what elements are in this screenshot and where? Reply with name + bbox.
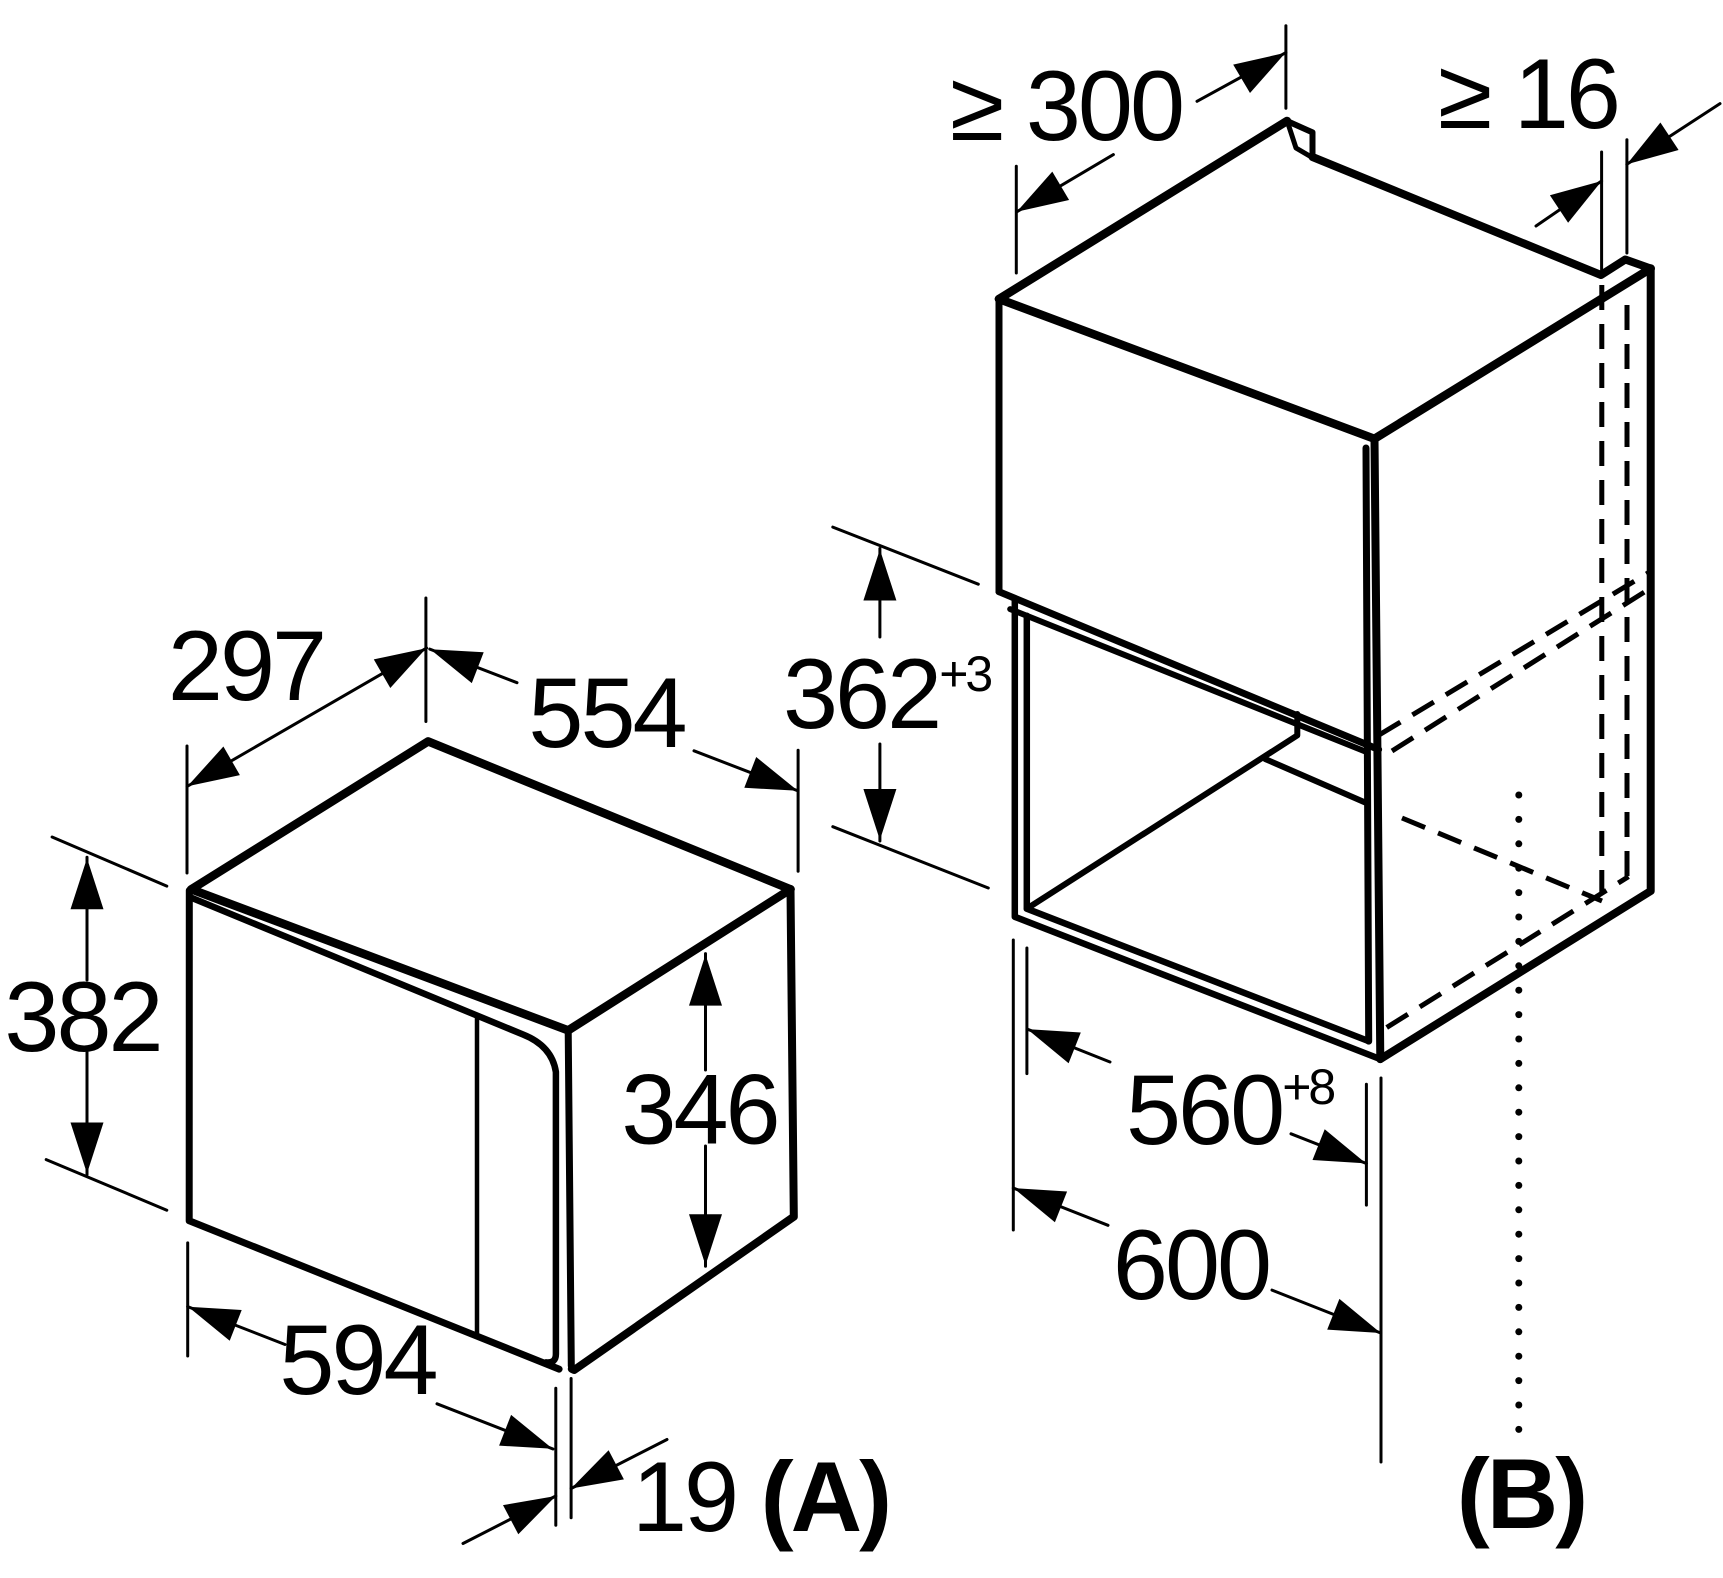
svg-text:382: 382 <box>4 961 160 1072</box>
svg-text:600: 600 <box>1113 1209 1269 1320</box>
svg-text:554: 554 <box>528 657 685 768</box>
svg-text:362+3: 362+3 <box>783 638 991 749</box>
svg-text:297: 297 <box>168 610 324 721</box>
svg-text:≥ 300: ≥ 300 <box>950 50 1182 161</box>
svg-text:≥ 16: ≥ 16 <box>1438 38 1618 149</box>
svg-text:560+8: 560+8 <box>1126 1054 1334 1165</box>
svg-text:(B): (B) <box>1457 1438 1585 1549</box>
svg-text:19 (A): 19 (A) <box>632 1441 889 1552</box>
svg-text:594: 594 <box>279 1304 436 1415</box>
svg-text:346: 346 <box>621 1054 777 1165</box>
